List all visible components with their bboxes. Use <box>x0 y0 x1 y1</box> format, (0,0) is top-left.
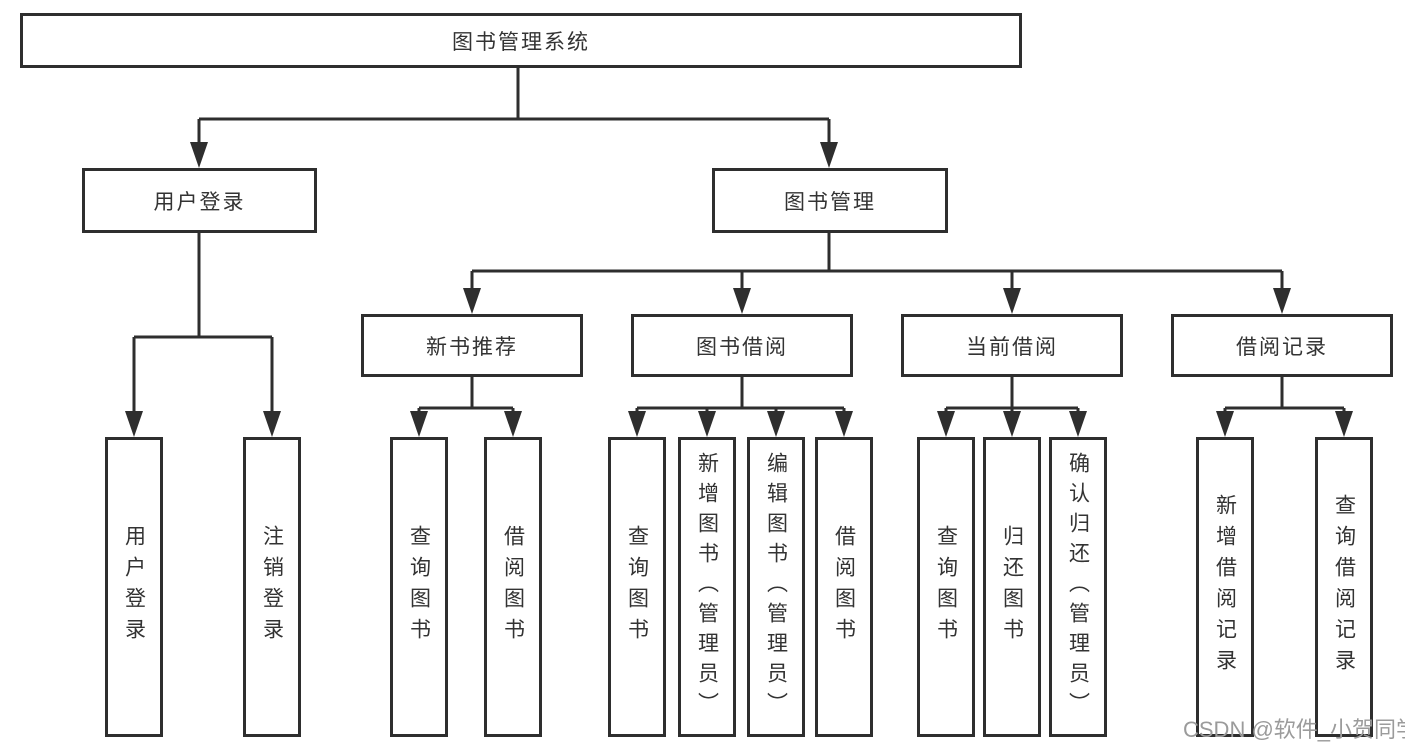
arrow-down-icon <box>1335 411 1353 437</box>
node-book-borrow-label: 图书借阅 <box>696 335 788 359</box>
leaf-query-borrow-record: 查询借阅记录 <box>1315 437 1373 737</box>
arrow-down-icon <box>410 411 428 437</box>
arrow-down-icon <box>1003 411 1021 437</box>
leaf-borrow-books: 借阅图书 <box>815 437 873 737</box>
arrow-down-icon <box>263 411 281 437</box>
arrow-down-icon <box>504 411 522 437</box>
leaf-edit-book-admin: 编辑图书（管理员） <box>747 437 805 737</box>
leaf-add-borrow-record: 新增借阅记录 <box>1196 437 1254 737</box>
leaf-query-books-recommend-label: 查询图书 <box>407 525 431 649</box>
node-user-login: 用户登录 <box>82 168 317 233</box>
arrow-down-icon <box>125 411 143 437</box>
leaf-edit-book-admin-label: 编辑图书（管理员） <box>764 452 788 722</box>
arrow-down-icon <box>698 411 716 437</box>
leaf-confirm-return-admin: 确认归还（管理员） <box>1049 437 1107 737</box>
arrow-down-icon <box>1216 411 1234 437</box>
leaf-query-books-recommend: 查询图书 <box>390 437 448 737</box>
connector-new-book-recommend-children <box>410 377 522 437</box>
connector-book-borrow-children <box>628 377 853 437</box>
node-current-borrow: 当前借阅 <box>901 314 1123 377</box>
node-book-borrow: 图书借阅 <box>631 314 853 377</box>
leaf-user-login: 用户登录 <box>105 437 163 737</box>
node-root: 图书管理系统 <box>20 13 1022 68</box>
node-new-book-recommend-label: 新书推荐 <box>426 335 518 359</box>
leaf-borrow-books-label: 借阅图书 <box>832 525 856 649</box>
node-borrow-records-label: 借阅记录 <box>1236 335 1328 359</box>
arrow-down-icon <box>1003 288 1021 314</box>
arrow-down-icon <box>733 288 751 314</box>
node-borrow-records: 借阅记录 <box>1171 314 1393 377</box>
arrow-down-icon <box>835 411 853 437</box>
leaf-query-books-current-label: 查询图书 <box>934 525 958 649</box>
arrow-down-icon <box>1069 411 1087 437</box>
node-current-borrow-label: 当前借阅 <box>966 335 1058 359</box>
node-new-book-recommend: 新书推荐 <box>361 314 583 377</box>
node-book-management-label: 图书管理 <box>784 190 876 214</box>
leaf-confirm-return-admin-label: 确认归还（管理员） <box>1066 452 1090 722</box>
connector-current-borrow-children <box>937 377 1087 437</box>
connector-user-login-children <box>125 233 281 437</box>
leaf-add-borrow-record-label: 新增借阅记录 <box>1213 494 1237 680</box>
node-user-login-label: 用户登录 <box>153 190 246 214</box>
arrow-down-icon <box>628 411 646 437</box>
leaf-return-book-label: 归还图书 <box>1000 525 1024 649</box>
arrow-down-icon <box>937 411 955 437</box>
leaf-query-books-current: 查询图书 <box>917 437 975 737</box>
arrow-down-icon <box>820 142 838 168</box>
leaf-logout: 注销登录 <box>243 437 301 737</box>
leaf-user-login-label: 用户登录 <box>122 525 146 649</box>
node-root-label: 图书管理系统 <box>452 30 590 54</box>
leaf-query-borrow-record-label: 查询借阅记录 <box>1332 494 1356 680</box>
connector-borrow-records-children <box>1216 377 1353 437</box>
csdn-watermark: CSDN @软件_小贺同学 <box>1183 717 1405 742</box>
arrow-down-icon <box>190 142 208 168</box>
connector-root-to-level2 <box>190 68 838 168</box>
arrow-down-icon <box>1273 288 1291 314</box>
node-book-management: 图书管理 <box>712 168 948 233</box>
leaf-query-books-borrow-label: 查询图书 <box>625 525 649 649</box>
leaf-borrow-books-recommend-label: 借阅图书 <box>501 525 525 649</box>
leaf-logout-label: 注销登录 <box>260 525 284 649</box>
leaf-query-books-borrow: 查询图书 <box>608 437 666 737</box>
leaf-borrow-books-recommend: 借阅图书 <box>484 437 542 737</box>
leaf-add-book-admin: 新增图书（管理员） <box>678 437 736 737</box>
arrow-down-icon <box>463 288 481 314</box>
arrow-down-icon <box>767 411 785 437</box>
leaf-return-book: 归还图书 <box>983 437 1041 737</box>
leaf-add-book-admin-label: 新增图书（管理员） <box>695 452 719 722</box>
connector-book-management-children <box>463 233 1291 314</box>
